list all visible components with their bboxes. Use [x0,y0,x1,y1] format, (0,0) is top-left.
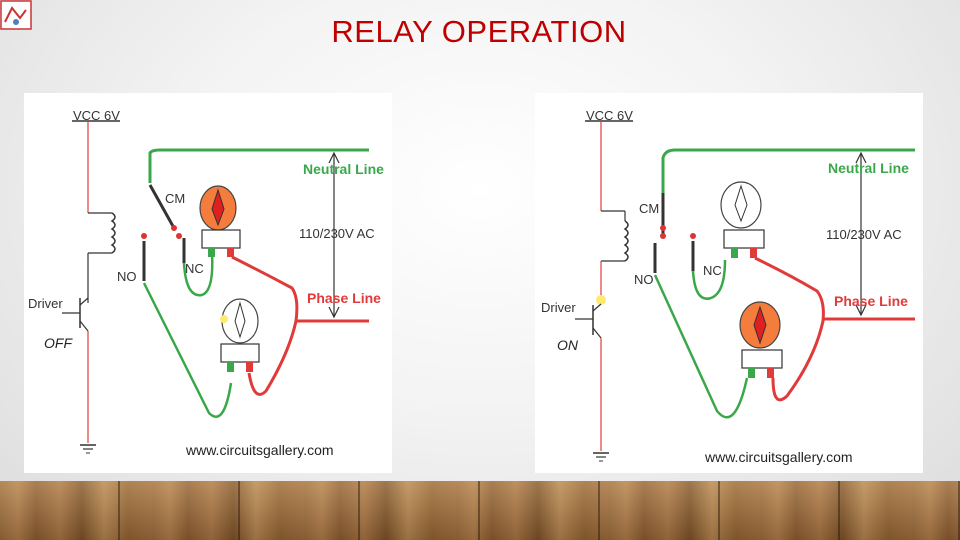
vcc-label: VCC 6V [73,108,120,123]
state-label: ON [557,337,579,353]
wood-floor-background [0,481,960,540]
no-label: NO [634,272,654,287]
neutral-line-label: Neutral Line [828,160,909,176]
source-url: www.circuitsgallery.com [185,442,334,458]
cm-label: CM [165,191,185,206]
nc-label: NC [703,263,722,278]
nc-label: NC [185,261,204,276]
cm-label: CM [639,201,659,216]
logo-icon [0,0,32,30]
voltage-label: 110/230V AC [826,227,902,242]
phase-line-label: Phase Line [834,293,908,309]
state-label: OFF [44,335,73,351]
voltage-label: 110/230V AC [299,226,375,241]
no-label: NO [117,269,137,284]
driver-label: Driver [28,296,63,311]
neutral-line-label: Neutral Line [303,161,384,177]
source-url: www.circuitsgallery.com [704,449,853,465]
slide-title: RELAY OPERATION [331,14,627,49]
driver-label: Driver [541,300,576,315]
vcc-label: VCC 6V [586,108,633,123]
relay-diagram-off: VCC 6V Neutral Line 110/230V AC Phase Li… [24,93,392,473]
relay-diagram-on: VCC 6V Neutral Line 110/230V AC Phase Li… [535,93,923,473]
phase-line-label: Phase Line [307,290,381,306]
